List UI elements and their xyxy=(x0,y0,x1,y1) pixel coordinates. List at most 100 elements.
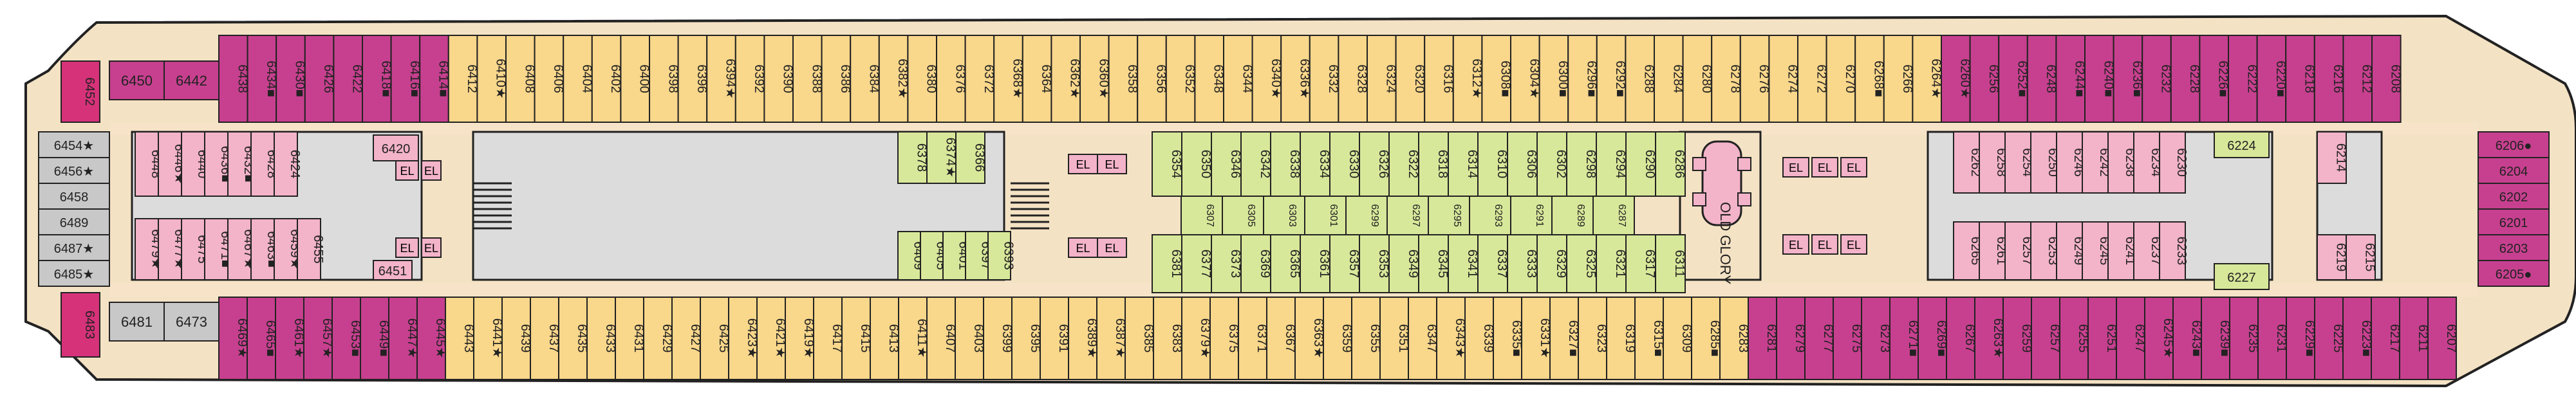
cabin-fwd-inner[interactable]: 6234 xyxy=(2133,131,2163,194)
cabin-top[interactable]: 6412 xyxy=(447,35,479,123)
cabin-bottom[interactable]: 6275 xyxy=(1833,297,1863,380)
cabin-top[interactable]: 6274 xyxy=(1768,35,1800,123)
cabin-bottom[interactable]: 6247 xyxy=(2116,297,2147,380)
cabin-mid-inner[interactable]: 6301 xyxy=(1304,196,1347,235)
cabin-top[interactable]: 6252■ xyxy=(1998,35,2030,123)
cabin-bottom[interactable]: 6427 xyxy=(671,297,702,380)
cabin-top[interactable]: 6376 xyxy=(936,35,967,123)
cabin-bottom[interactable]: 6225 xyxy=(2314,297,2345,380)
cabin-mid-inner[interactable]: 6305 xyxy=(1222,196,1264,235)
cabin-bottom[interactable]: 6251 xyxy=(2087,297,2118,380)
cabin-top[interactable]: 6268■ xyxy=(1854,35,1886,123)
cabin-top[interactable]: 6332 xyxy=(1309,35,1340,123)
cabin-bottom[interactable]: 6257 xyxy=(2031,297,2062,380)
cabin-bottom[interactable]: 6449■ xyxy=(360,297,391,380)
cabin-mid[interactable]: 6361 xyxy=(1300,234,1331,293)
cabin-top[interactable]: 6390 xyxy=(763,35,795,123)
cabin-bottom[interactable]: 6343★ xyxy=(1436,297,1467,380)
cabin-mid[interactable]: 6349 xyxy=(1388,234,1420,293)
cabin-bottom[interactable]: 6263★ xyxy=(1974,297,2005,380)
cabin-bottom[interactable]: 6413 xyxy=(870,297,901,380)
cabin-bottom[interactable]: 6443 xyxy=(445,297,476,380)
cabin-top[interactable]: 6276 xyxy=(1739,35,1771,123)
cabin-top[interactable]: 6358 xyxy=(1108,35,1139,123)
cabin-fwd-inner[interactable]: 6214 xyxy=(2317,131,2348,184)
cabin-bottom[interactable]: 6423★ xyxy=(728,297,759,380)
cabin-bottom[interactable]: 6335■ xyxy=(1493,297,1524,380)
cabin-top[interactable]: 6218 xyxy=(2285,35,2317,123)
cabin-bottom[interactable]: 6399 xyxy=(983,297,1014,380)
cabin-bottom[interactable]: 6243■ xyxy=(2172,297,2203,380)
cabin-bottom[interactable]: 6217 xyxy=(2371,297,2402,380)
cabin-mid[interactable]: 6381 xyxy=(1152,234,1183,293)
cabin-aft[interactable]: 6489 xyxy=(38,208,110,235)
cabin-inner[interactable]: 6477★ xyxy=(158,218,186,280)
cabin-mid[interactable]: 6393 xyxy=(987,231,1016,280)
cabin-mid[interactable]: 6329 xyxy=(1536,234,1568,293)
cabin-top[interactable]: 6316 xyxy=(1424,35,1455,123)
cabin-mid[interactable]: 6326 xyxy=(1359,131,1390,197)
cabin-top[interactable]: 6416■ xyxy=(390,35,422,123)
cabin-top[interactable]: 6398 xyxy=(649,35,680,123)
cabin-bottom[interactable]: 6281 xyxy=(1748,297,1778,380)
cabin-inner[interactable]: 6420 xyxy=(373,134,419,161)
cabin-top[interactable]: 6352 xyxy=(1165,35,1197,123)
cabin-bottom[interactable]: 6367 xyxy=(1266,297,1297,380)
cabin-mid[interactable]: 6318 xyxy=(1418,131,1450,197)
cabin-bottom[interactable]: 6391 xyxy=(1040,297,1070,380)
cabin-bottom[interactable]: 6395 xyxy=(1011,297,1042,380)
cabin-top[interactable]: 6260★ xyxy=(1941,35,1972,123)
cabin-fwd-inner[interactable]: 6253 xyxy=(2030,221,2060,280)
cabin-mid[interactable]: 6294 xyxy=(1596,131,1627,197)
cabin-mid[interactable]: 6314 xyxy=(1448,131,1479,197)
cabin-top[interactable]: 6226■ xyxy=(2199,35,2230,123)
cabin-bottom[interactable]: 6461★ xyxy=(275,297,306,380)
cabin-top[interactable]: 6288 xyxy=(1625,35,1656,123)
cabin-fwd-inner[interactable]: 6249 xyxy=(2056,221,2086,280)
cabin-mid-inner[interactable]: 6291 xyxy=(1510,196,1553,235)
cabin-bottom[interactable]: 6355 xyxy=(1351,297,1382,380)
cabin-top[interactable]: 6360★ xyxy=(1079,35,1110,123)
cabin-fwd-inner[interactable]: 6261 xyxy=(1979,221,2008,280)
cabin-bottom[interactable]: 6375 xyxy=(1209,297,1240,380)
cabin-bottom[interactable]: 6439 xyxy=(501,297,532,380)
cabin-top[interactable]: 6392 xyxy=(734,35,766,123)
cabin-top[interactable]: 6400 xyxy=(620,35,651,123)
cabin-bottom[interactable]: 6285■ xyxy=(1691,297,1722,380)
cabin-mid[interactable]: 6333 xyxy=(1507,234,1538,293)
cabin-aft[interactable]: 6456★ xyxy=(38,157,110,184)
cabin-top[interactable]: 6208 xyxy=(2371,35,2402,123)
cabin-bottom[interactable]: 6327■ xyxy=(1549,297,1580,380)
cabin-top[interactable]: 6228 xyxy=(2170,35,2201,123)
cabin-mid[interactable]: 6350 xyxy=(1181,131,1213,197)
cabin-top[interactable]: 6380 xyxy=(907,35,938,123)
cabin-top[interactable]: 6450 xyxy=(109,60,165,100)
cabin-top[interactable]: 6356 xyxy=(1137,35,1168,123)
cabin-top[interactable]: 6394★ xyxy=(706,35,738,123)
cabin-aft-corner[interactable]: 6483 xyxy=(61,292,100,358)
cabin-mid[interactable]: 6311 xyxy=(1655,234,1686,293)
cabin-bottom[interactable]: 6453■ xyxy=(331,297,362,380)
cabin-bottom[interactable]: 6411★ xyxy=(898,297,929,380)
cabin-top[interactable]: 6438 xyxy=(218,35,249,123)
cabin-bottom[interactable]: 6323 xyxy=(1578,297,1609,380)
cabin-bottom[interactable]: 6425 xyxy=(700,297,731,380)
cabin-mid[interactable]: 6345 xyxy=(1418,234,1450,293)
cabin-mid[interactable]: 6346 xyxy=(1211,131,1242,197)
cabin-fwd-inner[interactable]: 6245 xyxy=(2082,221,2111,280)
cabin-top[interactable]: 6220■ xyxy=(2256,35,2288,123)
cabin-bottom[interactable]: 6277 xyxy=(1804,297,1835,380)
cabin-top[interactable]: 6388 xyxy=(792,35,823,123)
cabin-mid[interactable]: 6325 xyxy=(1566,234,1598,293)
cabin-mid-inner[interactable]: 6289 xyxy=(1551,196,1594,235)
cabin-bottom[interactable]: 6383 xyxy=(1153,297,1184,380)
cabin-aft-corner[interactable]: 6452 xyxy=(61,60,100,123)
cabin-fwd-inner[interactable]: 6241 xyxy=(2107,221,2137,280)
cabin-aft[interactable]: 6454★ xyxy=(38,131,110,158)
cabin-mid[interactable]: 6322 xyxy=(1388,131,1420,197)
cabin-mid[interactable]: 6377 xyxy=(1181,234,1213,293)
cabin-top[interactable]: 6320 xyxy=(1395,35,1426,123)
cabin-top[interactable]: 6364 xyxy=(1022,35,1053,123)
cabin-bottom[interactable]: 6235 xyxy=(2229,297,2260,380)
cabin-bottom[interactable]: 6447★ xyxy=(388,297,419,380)
